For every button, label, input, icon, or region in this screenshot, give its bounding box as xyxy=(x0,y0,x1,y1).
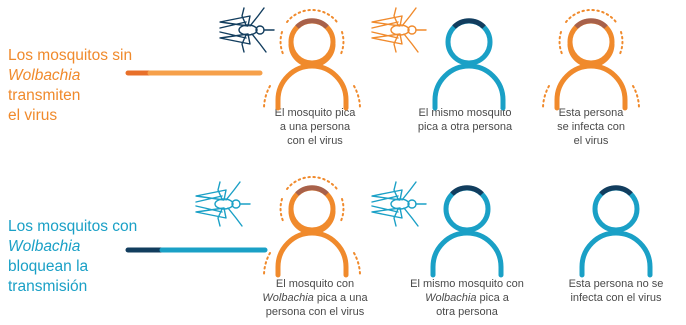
row1-caption-3: Esta persona se infecta con el virus xyxy=(506,106,676,148)
row2-person-3-icon xyxy=(582,188,650,275)
row2-caption-2-line1: El mismo mosquito con xyxy=(410,278,524,290)
row1-caption-2: El mismo mosquito pica a otra persona xyxy=(380,106,550,134)
row2-caption-2-line2-rest: pica a xyxy=(476,292,509,304)
row1-caption-1-line3: con el virus xyxy=(287,135,343,147)
row2-mosquito-2-icon xyxy=(371,181,427,227)
row1-person-2-icon xyxy=(435,21,503,108)
row1-person-1-icon xyxy=(263,8,361,108)
row2-caption-3-line1: Esta persona no se xyxy=(568,278,664,290)
row2-heading-line4: transmisión xyxy=(8,278,88,295)
row2-mosquito-1-icon xyxy=(195,181,251,227)
row2-caption-2-wolbachia: Wolbachia xyxy=(425,292,477,304)
row1-caption-1-line1: El mosquito pica xyxy=(274,107,356,119)
row2-caption-1-line3: persona con el virus xyxy=(265,306,365,318)
row1-caption-3-line1: Esta persona xyxy=(558,107,624,119)
row2-heading-line1: Los mosquitos con xyxy=(8,218,138,235)
row1-caption-3-line3: el virus xyxy=(573,135,609,147)
row1-heading-line4: el virus xyxy=(8,107,58,124)
row2-caption-3: Esta persona no se infecta con el virus xyxy=(531,277,686,305)
row2-caption-1-line2-rest: pica a una xyxy=(313,292,368,304)
row1-caption-3-line2: se infecta con xyxy=(557,121,625,133)
row1-mosquito-1-icon xyxy=(219,7,275,53)
row2-caption-2: El mismo mosquito con Wolbachia pica a o… xyxy=(382,277,552,319)
row2-person-1-icon xyxy=(263,175,361,275)
row1-caption-2-line2: pica a otra persona xyxy=(417,121,513,133)
row2-caption-1-wolbachia: Wolbachia xyxy=(262,292,314,304)
row2-heading-wolbachia: Wolbachia xyxy=(8,238,81,255)
row1-heading-wolbachia: Wolbachia xyxy=(8,67,81,84)
row2-caption-2-line2: Wolbachia pica a xyxy=(382,291,552,305)
row2-heading-line3: bloquean la xyxy=(8,258,89,275)
row1-person-3-icon xyxy=(542,8,640,108)
row2-heading: Los mosquitos con Wolbachia bloquean la … xyxy=(8,217,137,297)
row1-caption-1-line2: a una persona xyxy=(279,121,351,133)
row2-person-2-icon xyxy=(433,188,501,275)
row2-caption-1-line1: El mosquito con xyxy=(275,278,355,290)
row2-caption-1-line2: Wolbachia pica a una xyxy=(230,291,400,305)
row2-caption-1: El mosquito con Wolbachia pica a una per… xyxy=(230,277,400,319)
row1-mosquito-2-icon xyxy=(371,7,427,53)
row1-heading: Los mosquitos sin Wolbachia transmiten e… xyxy=(8,46,132,126)
row1-heading-line1: Los mosquitos sin xyxy=(8,47,133,64)
row1-heading-line3: transmiten xyxy=(8,87,81,104)
row1-caption-1: El mosquito pica a una persona con el vi… xyxy=(230,106,400,148)
row2-caption-2-line3: otra persona xyxy=(436,306,498,318)
row1-caption-2-line1: El mismo mosquito xyxy=(418,107,512,119)
row2-caption-3-line2: infecta con el virus xyxy=(570,292,662,304)
